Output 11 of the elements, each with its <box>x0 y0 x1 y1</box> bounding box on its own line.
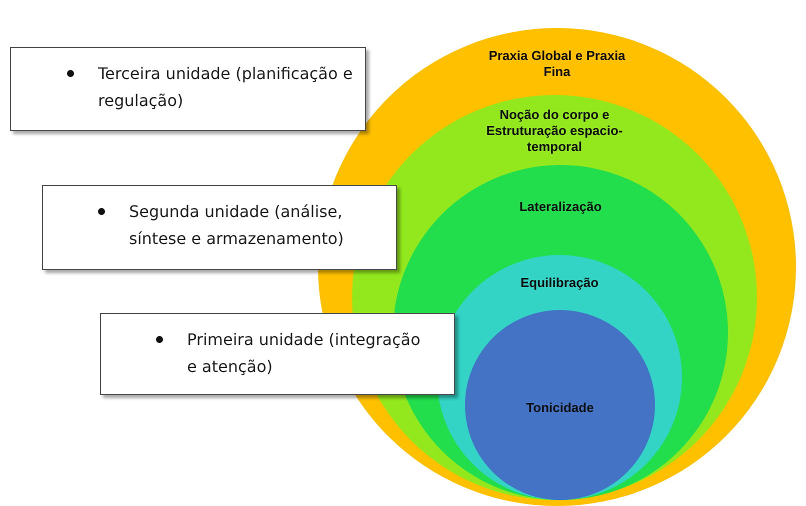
text-box <box>10 47 366 131</box>
text-box <box>42 185 397 270</box>
list-item-text: Segunda unidade (análise, síntese e armazenamento) <box>129 201 345 250</box>
circle-label: Lateralização <box>518 199 603 215</box>
list-item-text: Terceira unidade (planificação e regulação) <box>98 63 354 112</box>
circle-label: Noção do corpo e Estruturação espacio-temporal <box>485 107 624 155</box>
circle-label: Praxia Global e Praxia Fina <box>488 48 626 80</box>
text-box <box>100 313 455 395</box>
circle-label: Equilibração <box>519 275 600 291</box>
circle-label: Tonicidade <box>525 400 595 416</box>
list-item-text: Primeira unidade (integração e atenção) <box>187 329 422 378</box>
